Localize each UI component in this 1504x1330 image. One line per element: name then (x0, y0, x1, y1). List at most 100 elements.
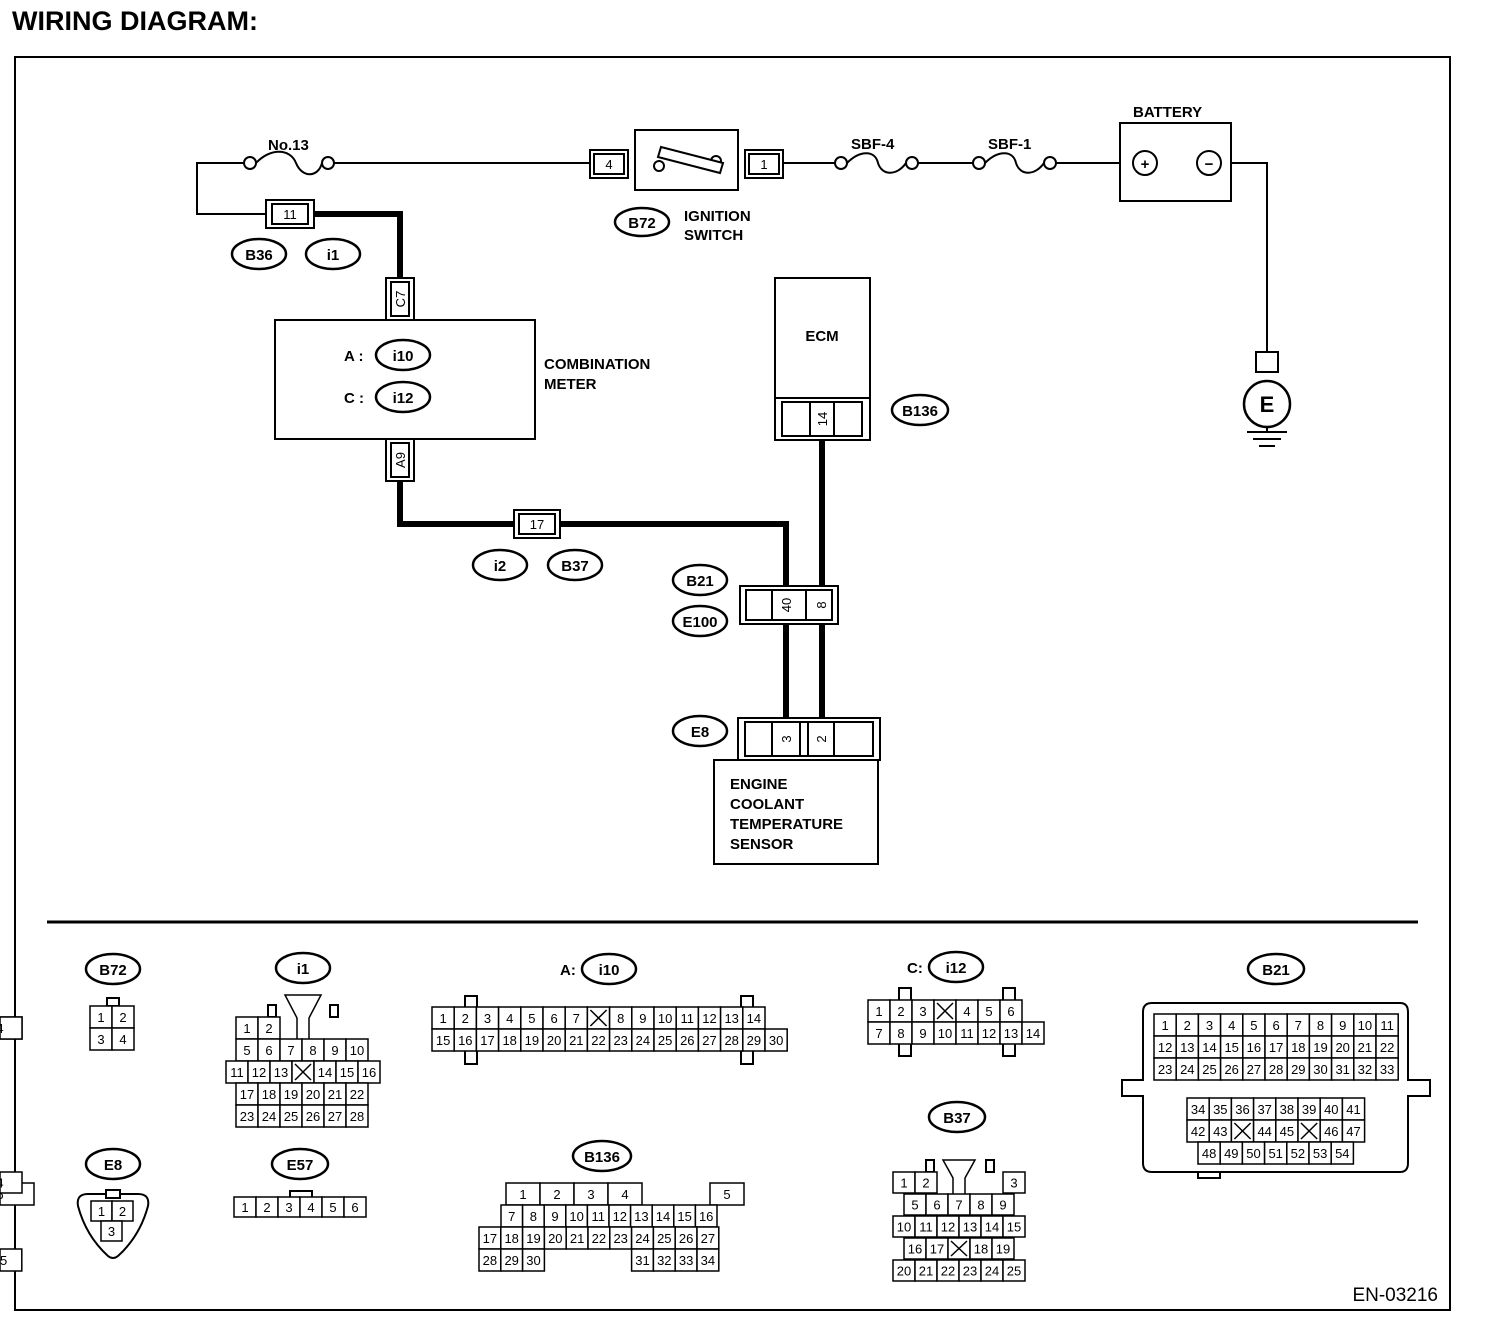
pin-cell-i12: 8 (889, 1021, 913, 1045)
pin-label: 17 (480, 1033, 494, 1048)
pin-cell-b136: 22 (587, 1226, 611, 1250)
pin-cell-i12: 6 (999, 999, 1023, 1023)
pin-cell-b21: 8 (1308, 1013, 1333, 1037)
pin-label: 13 (274, 1065, 288, 1080)
pin-cell-b37: 19 (991, 1237, 1015, 1260)
pin-label: 47 (1346, 1124, 1360, 1139)
pin-label: 10 (569, 1209, 583, 1224)
pin-cell-i10: 20 (542, 1028, 566, 1052)
ignition-switch-label-1: IGNITION (684, 208, 751, 225)
coolant-sensor-box (713, 759, 879, 865)
pin-label: 9 (551, 1209, 558, 1224)
pin-cell-b136: 5 (709, 1182, 745, 1206)
pin-cell-b37: 2 (914, 1171, 938, 1194)
pin-label: 27 (702, 1033, 716, 1048)
pin-cell-i10: 26 (675, 1028, 700, 1052)
pin-cell-b21: 4 (1219, 1013, 1244, 1037)
pin-cell-b136: 9 (543, 1204, 567, 1228)
pin-cell-i1: 18 (257, 1082, 281, 1106)
pin-label: 1 (97, 1010, 104, 1025)
pin-cell-i12: 12 (977, 1021, 1001, 1045)
oval-e8: E8 (671, 714, 729, 748)
pin-cell-i1: 28 (345, 1104, 369, 1128)
pin-cell-i10: 17 (475, 1028, 500, 1052)
pin-cell-b37: 7 (947, 1193, 971, 1216)
svg-text:B72: B72 (628, 215, 656, 232)
sensor-label-4: SENSOR (730, 836, 794, 853)
pin-label: 15 (1007, 1220, 1021, 1235)
pin-cell-b21: 41 (1341, 1097, 1366, 1121)
svg-text:E100: E100 (682, 614, 717, 631)
e8-pin-2: 2 (814, 735, 829, 742)
pin-cell-b21: 40 (1319, 1097, 1344, 1121)
pin-cell-b21: 42 (1186, 1119, 1210, 1143)
pin-label: 1 (900, 1176, 907, 1191)
pin-cell-i10: 28 (719, 1028, 744, 1052)
pin-cell-b21: 6 (1264, 1013, 1288, 1037)
pin-cell-i12: 11 (955, 1021, 979, 1045)
legend-connector-b72: B72 (84, 952, 142, 1007)
pin-cell-b21: 7 (1286, 1013, 1311, 1037)
pin-label: 34 (701, 1253, 715, 1268)
pin-label: 8 (977, 1198, 984, 1213)
wire-b36-to-c7 (314, 211, 403, 278)
pin-cell-b21: 53 (1308, 1141, 1332, 1165)
pin-cell-b37: 10 (892, 1215, 916, 1238)
pin-cell-i10: 4 (497, 1006, 522, 1030)
pin-label: 25 (284, 1109, 298, 1124)
pin-cell-b136: 20 (543, 1226, 567, 1250)
pin-cell-i1: 22 (345, 1082, 369, 1106)
pin-cell-i1: 11 (225, 1060, 249, 1084)
pin-label: 3 (1010, 1176, 1017, 1191)
svg-text:i12: i12 (393, 390, 414, 407)
pin-cell-b72: 2 (111, 1005, 135, 1029)
pin-cell-b21: 5 (1242, 1013, 1266, 1037)
meter-connector-c-prefix: C : (344, 390, 364, 407)
pin-cell-e57: 4 (299, 1196, 323, 1218)
pin-label: 29 (1291, 1062, 1305, 1077)
pin-cell-b72: 3 (89, 1027, 113, 1051)
pin-cell-i1: 21 (323, 1082, 347, 1106)
legend-connector-e57: E57 (270, 1147, 330, 1199)
pin-label: 12 (941, 1220, 955, 1235)
battery: + − (1119, 122, 1232, 202)
pin-label: 16 (458, 1033, 472, 1048)
pin-cell-i10: 5 (520, 1006, 544, 1030)
svg-text:i10: i10 (599, 962, 620, 979)
pin-label: 20 (548, 1231, 562, 1246)
pin-label: 8 (617, 1011, 624, 1026)
pin-cell-b72: 4 (111, 1027, 135, 1051)
pin-label: 45 (1280, 1124, 1294, 1139)
pin-cell-b136: 26 (674, 1226, 698, 1250)
pin-cell-i10: 8 (608, 1006, 633, 1030)
pin-cell-b72: 1 (89, 1005, 113, 1029)
pin-cell-b21: 33 (1375, 1057, 1399, 1081)
pin-label: 2 (119, 1204, 126, 1219)
pin-cell-b136: 24 (630, 1226, 655, 1250)
pin-cell-b21: 54 (1330, 1141, 1355, 1165)
pin-label: 4 (0, 1021, 4, 1036)
wire-i2-to-b21 (560, 521, 789, 588)
pin-label: 52 (1291, 1146, 1305, 1161)
pin-label: 9 (639, 1011, 646, 1026)
svg-text:B72: B72 (99, 962, 127, 979)
pin-label: 12 (1158, 1040, 1172, 1055)
pin-cell-b136: 21 (565, 1226, 589, 1250)
pin-cell-b21: 36 (1230, 1097, 1255, 1121)
pin-label: 5 (329, 1200, 336, 1215)
connector-b36-pin: 11 (265, 199, 315, 229)
pin-cell-i12 (933, 999, 957, 1023)
pin-cell-b37: 4 (0, 1171, 23, 1194)
svg-text:B37: B37 (943, 1110, 971, 1127)
pin-label: 21 (919, 1264, 933, 1279)
pin-label: 28 (724, 1033, 738, 1048)
pin-label: 10 (350, 1043, 364, 1058)
pin-label: 1 (875, 1004, 882, 1019)
pin-label: 1 (241, 1200, 248, 1215)
pin-label: 44 (1257, 1124, 1271, 1139)
pin-label: 10 (938, 1026, 952, 1041)
pin-cell-i10: 23 (608, 1028, 633, 1052)
pin-cell-b21: 15 (1219, 1035, 1244, 1059)
pin-label: 14 (656, 1209, 670, 1224)
